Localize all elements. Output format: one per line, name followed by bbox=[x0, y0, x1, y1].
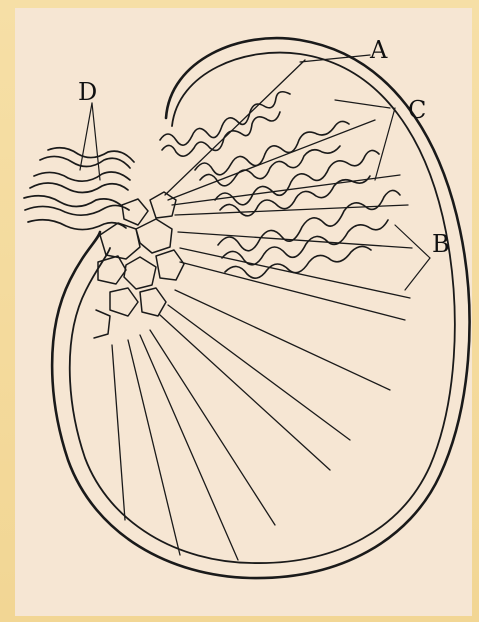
efferent-ducts bbox=[24, 148, 134, 230]
septa bbox=[112, 60, 412, 560]
label-c: C bbox=[408, 96, 426, 124]
inner-capsule bbox=[70, 53, 455, 563]
rete-testis bbox=[94, 192, 184, 338]
label-b: B bbox=[432, 230, 450, 258]
label-a: A bbox=[369, 36, 388, 64]
seminiferous-tubules bbox=[160, 92, 400, 278]
outer-capsule bbox=[52, 38, 469, 578]
label-d: D bbox=[78, 78, 97, 106]
